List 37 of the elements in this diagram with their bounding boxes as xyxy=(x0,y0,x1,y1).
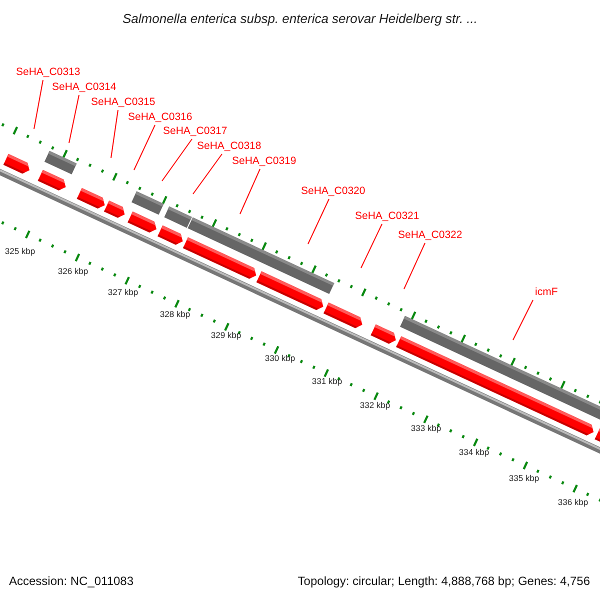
position-label: 331 kbp xyxy=(312,376,342,386)
gene-label: SeHA_C0316 xyxy=(128,111,192,124)
gene-label: SeHA_C0315 xyxy=(91,96,156,109)
leader-line xyxy=(308,198,330,244)
gene-label: SeHA_C0318 xyxy=(197,140,262,153)
gene-label: SeHA_C0314 xyxy=(52,81,116,94)
position-label: 327 kbp xyxy=(108,287,138,297)
position-label: 334 kbp xyxy=(458,447,490,457)
leader-line xyxy=(512,300,534,340)
position-label: 333 kbp xyxy=(410,423,442,433)
leader-line xyxy=(110,110,118,158)
gene-label: SeHA_C0320 xyxy=(301,185,366,198)
leader-line xyxy=(404,242,426,290)
footer-text: Topology: circular; Length: 4,888,768 bp; Genes: 4,756 xyxy=(298,574,590,588)
position-label: 332 kbp xyxy=(360,400,390,410)
gene-label: SeHA_C0319 xyxy=(232,155,296,168)
position-label: 336 kbp xyxy=(558,497,588,507)
leader-line xyxy=(192,154,222,194)
leader-line xyxy=(162,138,192,182)
gene-label: icmF xyxy=(535,286,558,299)
title: Salmonella enterica subsp. enterica serovar Heidelberg str. ... xyxy=(121,10,479,28)
leader-line xyxy=(360,224,382,268)
position-label: 325 kbp xyxy=(4,246,36,256)
leader-line xyxy=(34,80,44,130)
gene-label: SeHA_C0322 xyxy=(398,229,462,242)
position-label: 329 kbp xyxy=(210,330,242,340)
position-label: 328 kbp xyxy=(160,309,190,319)
gene-label: SeHA_C0321 xyxy=(355,210,420,223)
leader-line xyxy=(134,124,156,170)
leader-line xyxy=(68,94,80,144)
position-label: 330 kbp xyxy=(264,353,296,363)
position-label: 326 kbp xyxy=(58,266,88,276)
position-label: 335 kbp xyxy=(508,473,540,483)
leader-line xyxy=(240,168,260,214)
gene-label: SeHA_C0317 xyxy=(163,125,228,138)
gene-label: SeHA_C0313 xyxy=(16,66,80,79)
footer-text: Accession: NC_011083 xyxy=(9,574,134,588)
